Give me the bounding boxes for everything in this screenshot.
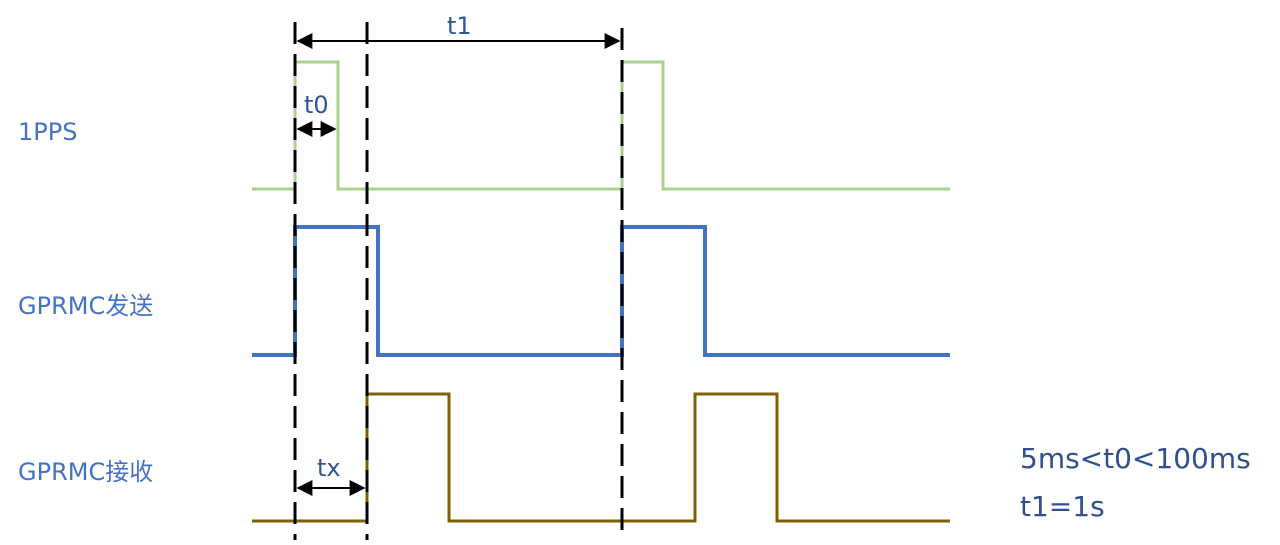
signal-label-gprmc-send: GPRMC发送 bbox=[18, 292, 154, 320]
signal-label-gprmc-receive: GPRMC接收 bbox=[18, 458, 154, 486]
tx-label: tx bbox=[317, 454, 341, 482]
note-t0-range: 5ms<t0<100ms bbox=[1020, 442, 1251, 475]
t0-label: t0 bbox=[304, 91, 329, 119]
note-t1-value: t1=1s bbox=[1020, 490, 1105, 523]
waveform-1pps bbox=[252, 60, 950, 191]
signal-label-1pps: 1PPS bbox=[18, 118, 78, 146]
waveform-gprmc-send bbox=[252, 225, 950, 357]
t1-label: t1 bbox=[447, 12, 472, 40]
waveform-gprmc-receive bbox=[252, 392, 950, 523]
